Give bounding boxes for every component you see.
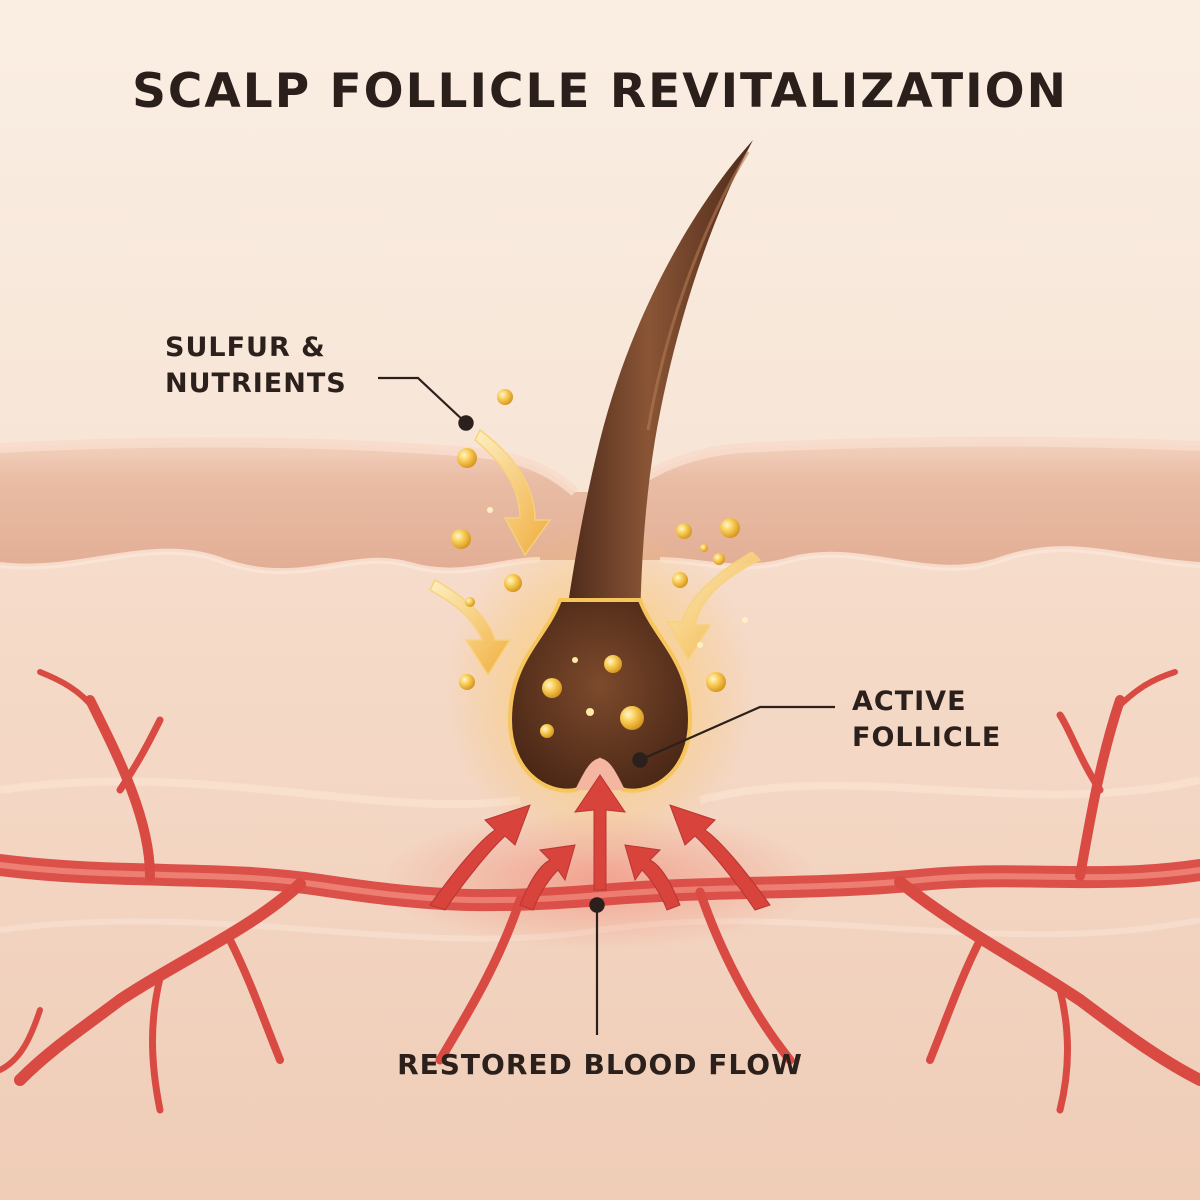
- nutrient-spheres: [451, 389, 748, 692]
- hair-highlight: [646, 151, 750, 431]
- callout-lines: [378, 376, 835, 1035]
- label-active-follicle: ACTIVE FOLLICLE: [852, 684, 1001, 756]
- epidermis-highlight: [621, 436, 1200, 496]
- epidermis-highlight: [0, 437, 579, 496]
- label-line: ACTIVE: [852, 686, 967, 717]
- blood-flow-arrows: [429, 774, 771, 911]
- dermis-edge: [0, 548, 541, 575]
- hair-shaft: [562, 140, 753, 650]
- tissue-contour: [0, 776, 1200, 809]
- blood-vessels: [0, 669, 1200, 1114]
- label-line: SULFUR &: [165, 332, 326, 363]
- page-title: SCALP FOLLICLE REVITALIZATION: [132, 64, 1068, 119]
- dermal-papilla: [575, 758, 625, 790]
- label-restored-blood-flow: RESTORED BLOOD FLOW: [397, 1048, 803, 1081]
- nutrient-arrows: [429, 428, 762, 677]
- label-line: FOLLICLE: [852, 722, 1002, 753]
- label-sulfur-nutrients: SULFUR & NUTRIENTS: [165, 330, 347, 402]
- label-line: NUTRIENTS: [165, 368, 347, 399]
